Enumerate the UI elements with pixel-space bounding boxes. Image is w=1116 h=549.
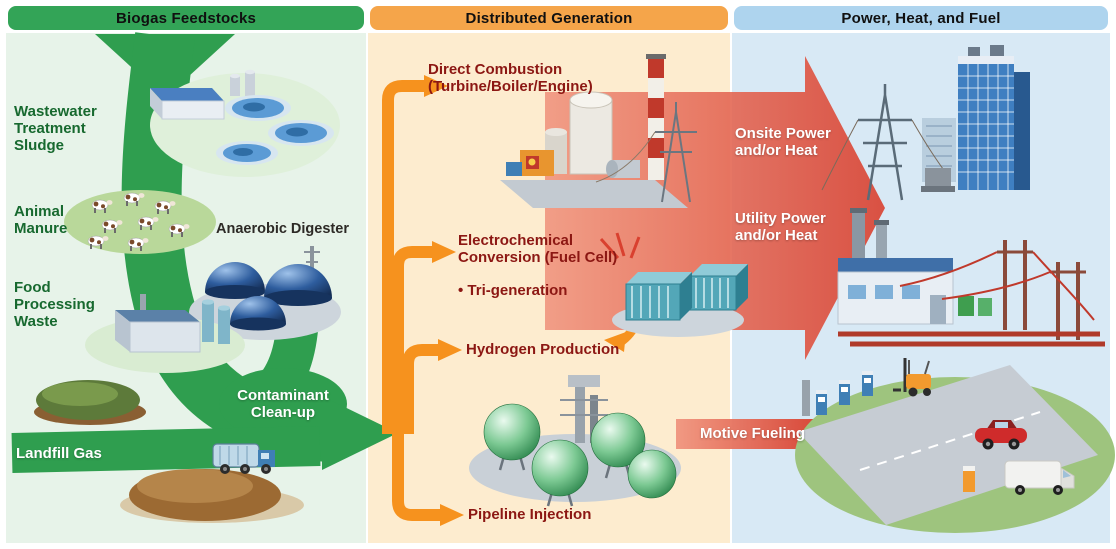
label-onsite-power-heat: Onsite Power and/or Heat xyxy=(735,125,831,159)
fueling-station-illustration xyxy=(795,358,1115,533)
header-label: Biogas Feedstocks xyxy=(115,9,257,27)
garbage-truck-illustration xyxy=(212,443,275,474)
label-electrochemical-conversion: Electrochemical Conversion (Fuel Cell) xyxy=(458,232,618,266)
label-pipeline-injection: Pipeline Injection xyxy=(468,506,592,523)
label-contaminant-cleanup: Contaminant Clean-up xyxy=(237,387,329,421)
label-hydrogen-production: Hydrogen Production xyxy=(466,341,620,358)
red-car-icon xyxy=(975,420,1027,450)
fuel-cell-illustration xyxy=(599,232,748,337)
header-label: Distributed Generation xyxy=(465,9,633,27)
label-wastewater-treatment-sludge: Wastewater Treatment Sludge xyxy=(14,103,97,154)
striped-smokestack-icon xyxy=(646,54,666,180)
hydrogen-plant-illustration xyxy=(469,375,681,507)
white-van-icon xyxy=(1004,460,1075,495)
label-tri-generation: • Tri-generation xyxy=(458,282,568,299)
label-anaerobic-digester: Anaerobic Digester xyxy=(216,221,349,237)
header-power-heat-fuel: Power, Heat, and Fuel xyxy=(734,6,1108,30)
compost-pile-illustration xyxy=(34,380,146,425)
transmission-tower-icon xyxy=(595,102,697,203)
green-arrowhead xyxy=(322,396,398,470)
combustion-plant-illustration xyxy=(500,54,697,208)
header-label: Power, Heat, and Fuel xyxy=(841,9,1001,27)
wastewater-plant-illustration xyxy=(150,69,340,177)
city-buildings-illustration xyxy=(821,45,1030,201)
label-animal-manure: Animal Manure xyxy=(14,203,68,237)
landfill-illustration xyxy=(120,443,304,523)
header-distributed-generation: Distributed Generation xyxy=(370,6,728,30)
label-landfill-gas: Landfill Gas xyxy=(16,445,102,462)
anaerobic-digester-illustration xyxy=(189,246,341,340)
gas-spheres-icon xyxy=(483,403,677,507)
factory-illustration xyxy=(837,208,1105,347)
label-direct-combustion: Direct Combustion (Turbine/Boiler/Engine… xyxy=(428,61,593,95)
label-motive-fueling: Motive Fueling xyxy=(700,425,805,442)
power-poles-icon xyxy=(899,240,1095,340)
orange-branch-arrows xyxy=(382,80,643,521)
landfill-gas-arrow xyxy=(11,426,321,473)
forklift-icon xyxy=(893,358,931,397)
label-food-processing-waste: Food Processing Waste xyxy=(14,279,95,330)
fuel-dispensers-icon xyxy=(802,371,975,492)
label-utility-power-heat: Utility Power and/or Heat xyxy=(735,210,826,244)
header-biogas-feedstocks: Biogas Feedstocks xyxy=(8,6,364,30)
cow-herd-illustration xyxy=(64,190,216,254)
food-processing-illustration xyxy=(85,294,245,373)
transmission-tower-icon xyxy=(821,84,949,201)
orange-arrowheads xyxy=(424,75,626,526)
